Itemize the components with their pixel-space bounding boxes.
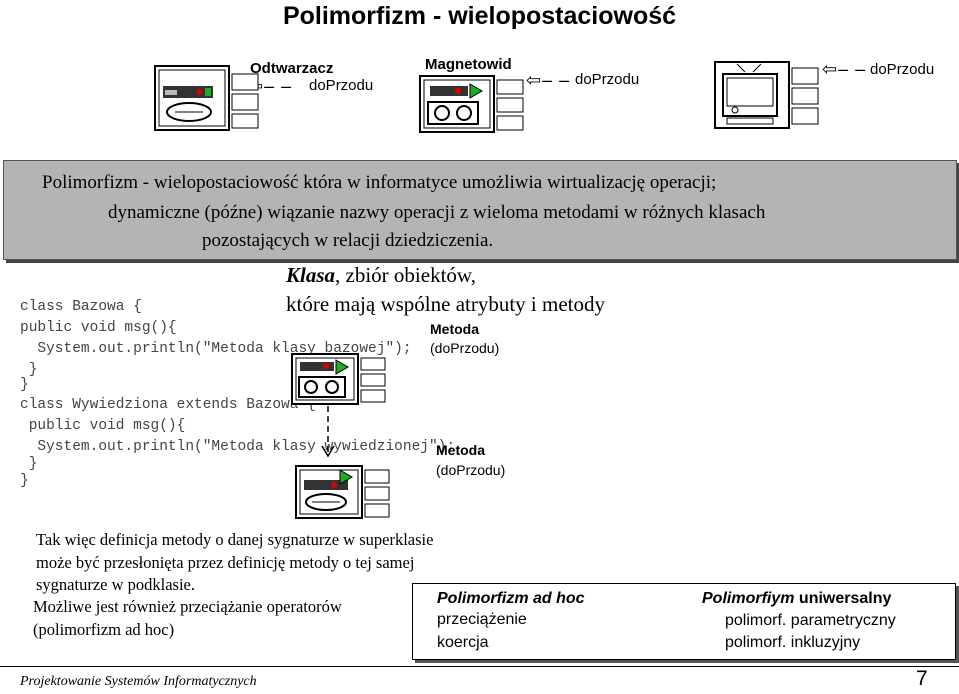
recorder-label: Magnetowid (425, 56, 512, 73)
code-line-10: } (20, 473, 29, 489)
metoda-method-2: (doPrzodu) (436, 462, 506, 478)
klasa-line-2: które mają wspólne atrybuty i metody (286, 292, 606, 316)
code-line-1: class Bazowa { (20, 299, 142, 315)
player-arrow: ⇦– – (248, 76, 293, 96)
definition-line-3: pozostających w relacji dziedziczenia. (202, 230, 494, 251)
explanation-line-3: sygnaturze w podklasie. (36, 575, 195, 594)
page-number: 7 (916, 667, 928, 690)
explanation-line-4: Możliwe jest również przeciążanie operat… (33, 597, 342, 616)
tv-arrow: ⇦– – (822, 59, 867, 79)
vcr-icon (419, 75, 524, 133)
footer-divider (0, 666, 959, 667)
definition-line-2: dynamiczne (późne) wiązanie nazwy operac… (108, 202, 766, 223)
tv-method-label: doPrzodu (870, 61, 935, 78)
page-title: Polimorfizm - wielopostaciowość (282, 2, 677, 30)
vcr-icon-bazowa (291, 353, 386, 405)
explanation-line-2: może być przesłonięta przez definicję me… (36, 553, 415, 572)
tv-icon (714, 61, 819, 129)
recorder-arrow: ⇦– – (526, 70, 571, 90)
code-line-3: System.out.println("Metoda klasy bazowej… (20, 341, 412, 357)
code-line-2: public void msg(){ (20, 320, 177, 336)
cd-player-icon-wywiedziona (295, 465, 390, 519)
inheritance-arrow (321, 406, 335, 458)
cd-player-icon (154, 65, 259, 131)
code-line-5: } (20, 377, 29, 393)
table-item-inkluzyjny: polimorf. inkluzyjny (725, 634, 861, 651)
table-header-ad-hoc: Polimorfizm ad hoc (437, 590, 585, 607)
polymorphism-table (412, 583, 956, 660)
code-line-9: } (20, 456, 38, 472)
footer-text: Projektowanie Systemów Informatycznych (20, 674, 257, 689)
metoda-label-1: Metoda (430, 321, 479, 337)
klasa-line-1: Klasa, zbiór obiektów, (286, 263, 476, 287)
player-label: Odtwarzacz (250, 60, 334, 77)
table-item-koercja: koercja (437, 634, 489, 651)
code-line-6: class Wywiedziona extends Bazowa { (20, 397, 316, 413)
code-line-4: } (20, 362, 38, 378)
definition-line-1: Polimorfizm - wielopostaciowość która w … (42, 172, 717, 193)
table-item-przeciazenie: przeciążenie (437, 611, 527, 628)
explanation-line-5: (polimorfizm ad hoc) (33, 620, 175, 639)
metoda-method-1: (doPrzodu) (430, 340, 500, 356)
recorder-method-label: doPrzodu (575, 71, 640, 88)
definition-box (3, 160, 957, 260)
code-line-8: System.out.println("Metoda klasy wywiedz… (20, 439, 456, 455)
table-item-parametryczny: polimorf. parametryczny (725, 612, 896, 629)
explanation-line-1: Tak więc definicja metody o danej sygnat… (36, 530, 434, 549)
table-header-uniwersalny: Polimorfiym uniwersalny (702, 590, 892, 607)
code-line-7: public void msg(){ (20, 418, 186, 434)
player-method-label: doPrzodu (309, 77, 374, 94)
metoda-label-2: Metoda (436, 442, 485, 458)
